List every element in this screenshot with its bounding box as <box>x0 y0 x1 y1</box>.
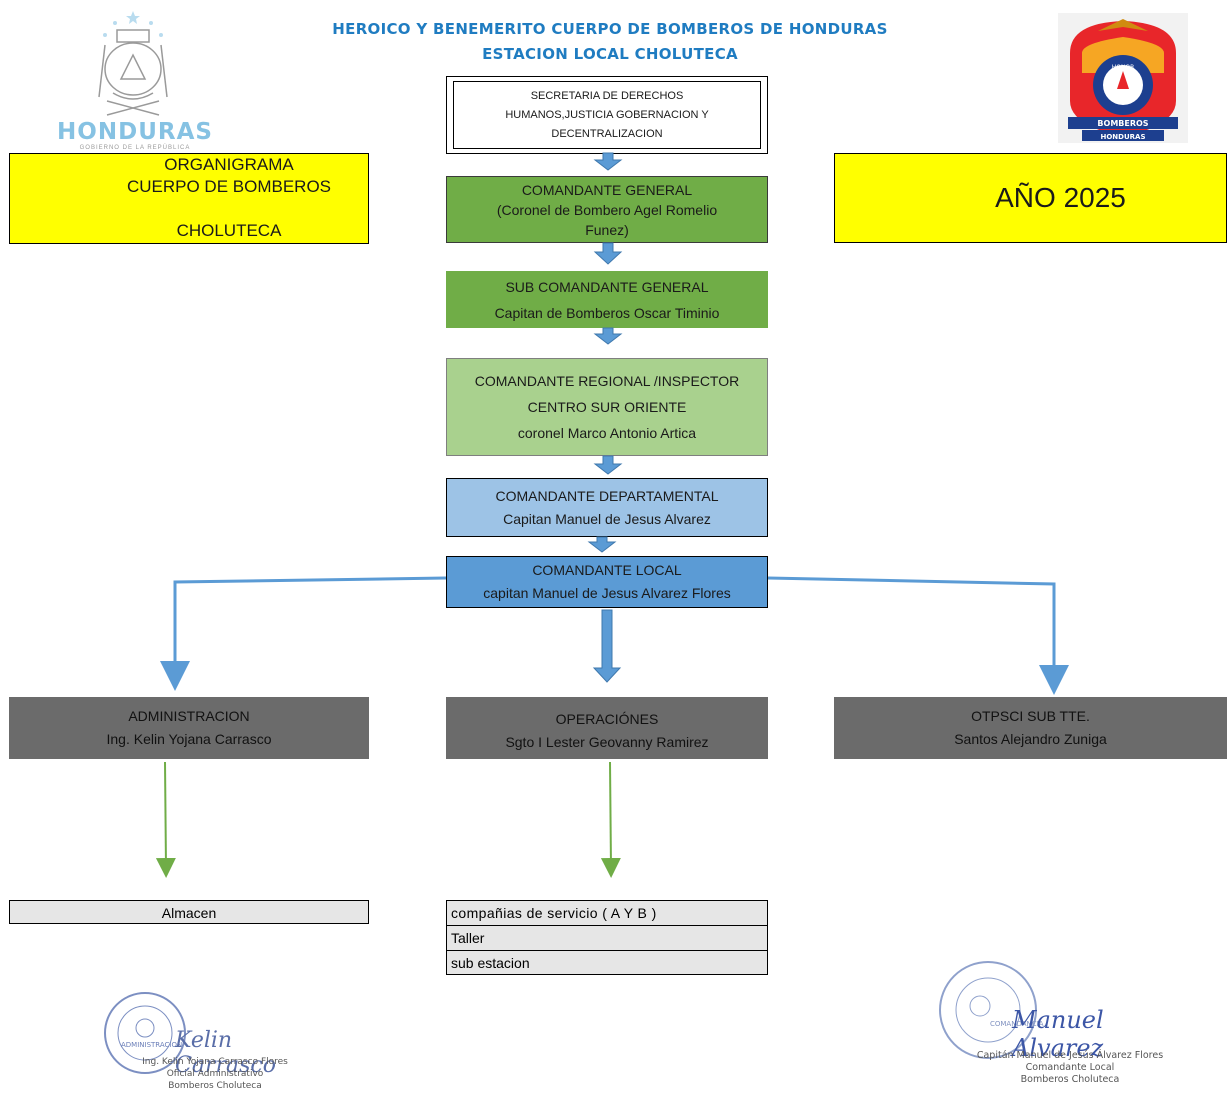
signature-name: Ing. Kelin Yojana Carrasco Flores <box>142 1057 288 1067</box>
signature-caption: Capitán Manuel de Jesús Álvarez Flores C… <box>965 1050 1175 1086</box>
connector-to-administracion <box>160 576 447 691</box>
comandante-regional-name: coronel Marco Antonio Artica <box>517 425 697 441</box>
operaciones-name: Sgto I Lester Geovanny Ramirez <box>505 734 709 750</box>
secretaria-line3: DECENTRALIZACION <box>551 127 663 140</box>
otpsci-name: Santos Alejandro Zuniga <box>954 731 1107 747</box>
otpsci-box: OTPSCI SUB TTE. Santos Alejandro Zuniga <box>834 697 1227 759</box>
org-title-line2: CUERPO DE BOMBEROS <box>126 177 332 196</box>
signature-org: Bomberos Choluteca <box>168 1081 262 1091</box>
comandante-local-title: COMANDANTE LOCAL <box>532 562 682 578</box>
honduras-logo-text: HONDURAS <box>57 119 213 145</box>
stamp-label: ADMINISTRACION <box>121 1041 183 1049</box>
org-title-line3: CHOLUTECA <box>176 221 282 240</box>
sub-comandante-title: SUB COMANDANTE GENERAL <box>505 278 709 295</box>
comandante-general-title: COMANDANTE GENERAL <box>521 181 693 198</box>
seal-stamp-icon <box>104 992 186 1074</box>
comandante-departamental-name: Capitan Manuel de Jesus Alvarez <box>503 510 711 527</box>
header-title-line2: ESTACION LOCAL CHOLUTECA <box>482 45 738 63</box>
signature-org: Bomberos Choluteca <box>1020 1074 1120 1085</box>
administracion-name: Ing. Kelin Yojana Carrasco <box>106 731 272 747</box>
bomberos-emblem-icon: BOMBEROS HONDURAS HONOR <box>1058 13 1188 143</box>
stamp-label: COMANDANCIA <box>990 1020 1044 1028</box>
arrow-down-icon <box>592 609 622 683</box>
arrow-down-icon <box>593 242 623 265</box>
secretaria-line2: HUMANOS,JUSTICIA GOBERNACION Y <box>505 108 709 121</box>
bomberos-logo: BOMBEROS HONDURAS HONOR <box>1058 13 1188 143</box>
signature-administracion: ADMINISTRACION Kelin Carrasco Ing. Kelin… <box>95 988 325 1098</box>
comandante-regional-area: CENTRO SUR ORIENTE <box>527 399 687 415</box>
comandante-regional-title: COMANDANTE REGIONAL /INSPECTOR <box>474 373 740 389</box>
org-title-line1: ORGANIGRAMA <box>164 155 294 174</box>
sub-comandante-name: Capitan de Bomberos Oscar Timinio <box>494 304 720 321</box>
seal-stamp-icon <box>939 961 1037 1059</box>
comandante-regional-box: COMANDANTE REGIONAL /INSPECTOR CENTRO SU… <box>446 358 768 456</box>
handwritten-signature: Kelin Carrasco <box>175 1028 276 1078</box>
bomberos-logo-arc: HONOR <box>1112 64 1135 71</box>
year-text: AÑO 2025 <box>995 182 1126 213</box>
comandante-general-name-cont: Funez) <box>585 221 629 238</box>
signature-name: Capitán Manuel de Jesús Álvarez Flores <box>976 1050 1164 1061</box>
signature-caption: Ing. Kelin Yojana Carrasco Flores Oficia… <box>125 1056 305 1092</box>
org-title-box: ORGANIGRAMA CUERPO DE BOMBEROS CHOLUTECA <box>9 153 369 244</box>
arrow-down-icon <box>587 536 617 553</box>
comandante-departamental-title: COMANDANTE DEPARTAMENTAL <box>495 487 719 504</box>
arrow-down-icon <box>593 327 623 345</box>
comandante-departamental-box: COMANDANTE DEPARTAMENTAL Capitan Manuel … <box>446 478 768 537</box>
signature-comandante: COMANDANCIA Manuel Alvarez Capitán Manue… <box>930 958 1190 1098</box>
ops-unit-row: compañias de servicio ( A Y B ) <box>446 900 768 926</box>
administracion-box: ADMINISTRACION Ing. Kelin Yojana Carrasc… <box>9 697 369 759</box>
header-title-line1: HEROICO Y BENEMERITO CUERPO DE BOMBEROS … <box>332 20 888 38</box>
operaciones-box: OPERACIÓNES Sgto I Lester Geovanny Ramir… <box>446 697 768 759</box>
otpsci-title: OTPSCI SUB TTE. <box>971 708 1090 724</box>
bomberos-logo-text: BOMBEROS <box>1097 119 1148 128</box>
operaciones-title: OPERACIÓNES <box>555 711 659 727</box>
signature-role: Oficial Administrativo <box>166 1069 264 1079</box>
year-box: AÑO 2025 <box>834 153 1227 243</box>
connector-to-otpsci <box>767 576 1069 695</box>
handwritten-signature: Manuel Alvarez <box>1012 1006 1104 1062</box>
comandante-local-name: capitan Manuel de Jesus Alvarez Flores <box>483 585 731 601</box>
comandante-local-box: COMANDANTE LOCAL capitan Manuel de Jesus… <box>446 556 768 608</box>
arrow-down-icon <box>593 455 623 475</box>
administracion-title: ADMINISTRACION <box>128 708 250 724</box>
bomberos-logo-subtext: HONDURAS <box>1100 133 1145 141</box>
signature-role: Comandante Local <box>1025 1062 1115 1073</box>
connector-to-almacen <box>155 761 176 878</box>
comandante-general-name: (Coronel de Bombero Agel Romelio <box>496 201 718 218</box>
coat-of-arms-icon <box>98 11 168 116</box>
secretaria-box: SECRETARIA DE DERECHOS HUMANOS,JUSTICIA … <box>446 76 768 154</box>
honduras-logo: HONDURAS GOBIERNO DE LA REPÚBLICA <box>55 5 215 155</box>
sub-comandante-box: SUB COMANDANTE GENERAL Capitan de Bomber… <box>446 271 768 328</box>
ops-unit-row: Taller <box>446 925 768 951</box>
honduras-logo-subtext: GOBIERNO DE LA REPÚBLICA <box>79 145 191 151</box>
ops-unit-row: sub estacion <box>446 950 768 975</box>
almacen-row: Almacen <box>9 900 369 924</box>
secretaria-line1: SECRETARIA DE DERECHOS <box>530 89 684 102</box>
arrow-down-icon <box>593 152 623 171</box>
connector-to-ops-units <box>600 761 621 878</box>
